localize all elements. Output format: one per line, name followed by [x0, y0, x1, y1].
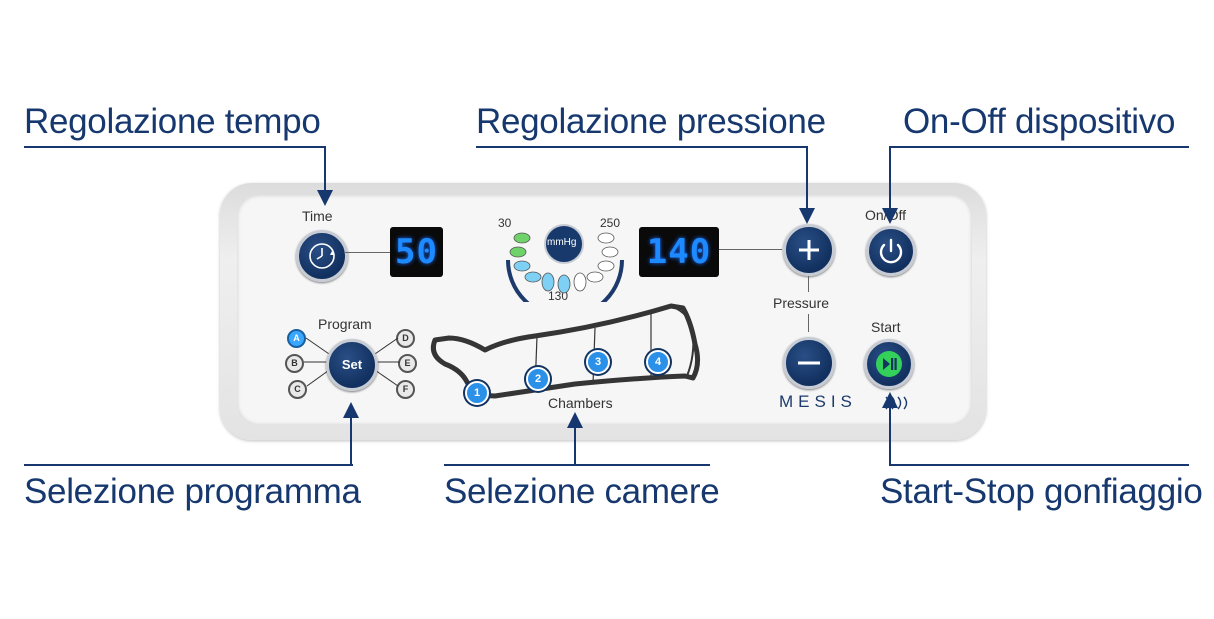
plus-icon [799, 240, 819, 260]
callout-pressure-underline [476, 146, 808, 148]
program-f-button[interactable]: F [396, 380, 415, 399]
gauge-max-label: 250 [600, 216, 621, 230]
start-label: Start [871, 319, 901, 335]
power-button[interactable] [866, 226, 916, 276]
gauge-segment-4 [524, 271, 542, 283]
pressure-gauge [506, 224, 624, 302]
gauge-unit-label: mmHg [547, 237, 577, 248]
chamber-2-button[interactable]: 2 [526, 367, 550, 391]
pressure-minus-button[interactable] [783, 337, 835, 389]
callout-chamber-selection: Selezione camere [444, 472, 720, 511]
program-label: Program [318, 316, 372, 332]
callout-pressure-adjustment: Regolazione pressione [476, 102, 826, 141]
gauge-segment-3 [513, 260, 531, 272]
time-connector [345, 252, 390, 253]
program-c-button[interactable]: C [288, 380, 307, 399]
gauge-segment-7 [573, 272, 587, 292]
play-pause-icon [876, 351, 902, 377]
program-e-button[interactable]: E [398, 354, 417, 373]
time-label: Time [302, 208, 333, 224]
set-button[interactable]: Set [326, 339, 378, 391]
gauge-segment-8 [586, 271, 604, 283]
pressure-label: Pressure [773, 295, 830, 311]
pressure-display: 140 [639, 227, 719, 277]
callout-startstop-underline [889, 464, 1189, 466]
callout-program-selection: Selezione programma [24, 472, 361, 511]
chamber-1-button[interactable]: 1 [465, 381, 489, 405]
gauge-segment-11 [597, 232, 615, 244]
program-a-button[interactable]: A [287, 329, 306, 348]
callout-start-stop: Start-Stop gonfiaggio [880, 472, 1203, 511]
pressure-connector [719, 249, 782, 250]
callout-time-underline [24, 146, 326, 148]
brand-logo: MESIS [779, 392, 857, 411]
gauge-segment-10 [601, 246, 619, 258]
time-button[interactable] [296, 230, 348, 282]
gauge-min-label: 30 [498, 216, 512, 230]
minus-icon [798, 361, 820, 365]
callout-device-onoff: On-Off dispositivo [903, 102, 1176, 141]
gauge-segment-5 [541, 272, 555, 292]
time-display: 50 [390, 227, 443, 277]
start-stop-button[interactable] [864, 339, 914, 389]
callout-onoff-underline [889, 146, 1189, 148]
power-icon [879, 238, 903, 264]
program-b-button[interactable]: B [285, 354, 304, 373]
gauge-segment-6 [557, 274, 571, 294]
chamber-4-button[interactable]: 4 [646, 350, 670, 374]
gauge-segment-9 [597, 260, 615, 272]
chamber-3-button[interactable]: 3 [586, 350, 610, 374]
callout-program-underline [24, 464, 353, 466]
gauge-segment-2 [509, 246, 527, 258]
callout-time-adjustment: Regolazione tempo [24, 102, 321, 141]
callout-chamber-underline [444, 464, 710, 466]
chambers-label: Chambers [548, 395, 613, 411]
pressure-plus-button[interactable] [783, 224, 835, 276]
pressure-vertical-connector-top [808, 276, 809, 292]
timer-icon [309, 243, 335, 269]
gauge-segment-1 [513, 232, 531, 244]
pressure-vertical-connector-bottom [808, 314, 809, 332]
set-button-label: Set [341, 357, 363, 372]
